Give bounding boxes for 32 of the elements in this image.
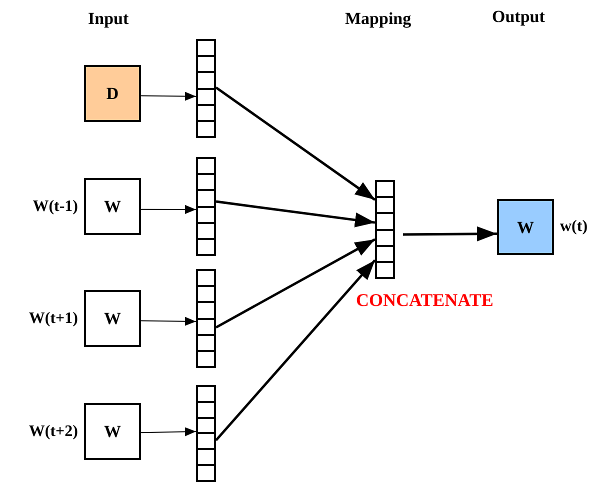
side-label: w(t) (560, 219, 588, 235)
vector-bar (196, 385, 216, 482)
arrow (215, 86, 376, 201)
box-label: W (104, 198, 121, 215)
column-heading: Mapping (345, 10, 412, 27)
column-heading: Input (88, 10, 129, 27)
box-label: W (104, 423, 121, 440)
arrow (215, 238, 376, 328)
vector-bar (375, 180, 395, 279)
word-box (84, 403, 141, 460)
side-label: W(t+2) (28, 424, 78, 440)
arrow (215, 259, 376, 442)
box-label: W (104, 310, 121, 327)
arrow (140, 204, 196, 214)
word-box (84, 65, 141, 122)
vector-bar (196, 157, 216, 256)
arrow (403, 226, 497, 242)
side-label: W(t-1) (32, 198, 78, 214)
arrow (140, 427, 196, 436)
box-label: D (106, 85, 119, 102)
arrow (140, 316, 196, 326)
arrow (216, 200, 376, 228)
word-box (497, 199, 554, 255)
word-box (84, 178, 141, 235)
box-label: W (517, 218, 534, 236)
column-heading: Output (492, 8, 545, 25)
vector-bar (196, 269, 216, 368)
arrow (140, 92, 196, 101)
side-label: CONCATENATE (356, 291, 494, 309)
vector-bar (196, 39, 216, 138)
side-label: W(t+1) (28, 310, 78, 326)
word-box (84, 290, 141, 347)
